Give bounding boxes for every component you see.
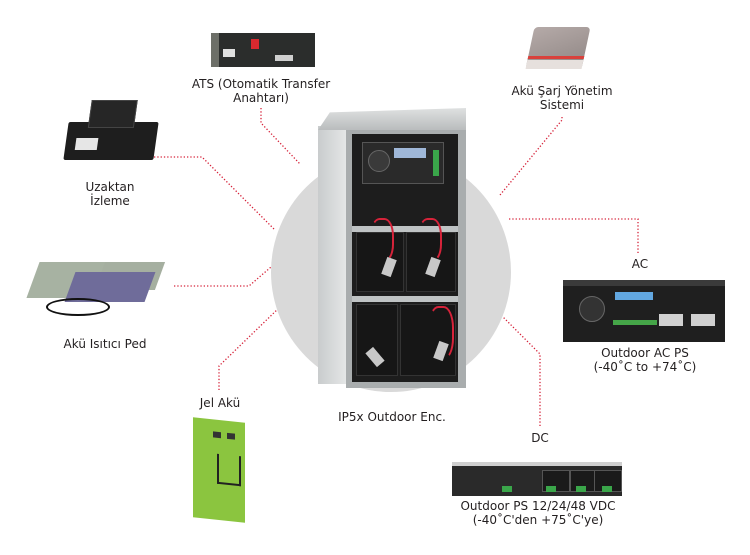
remote-monitoring-image: [63, 100, 159, 160]
dc-heading: DC: [531, 431, 549, 445]
ac-label: Outdoor AC PS (-40˚C to +74˚C): [593, 346, 697, 374]
ac-power-supply-image: [563, 280, 725, 342]
bms-label: Akü Şarj Yönetim Sistemi: [511, 84, 613, 112]
gel-battery-image: [193, 417, 245, 523]
connector-ats: [260, 108, 301, 165]
connector-dc: [498, 312, 541, 428]
connector-gel: [218, 304, 283, 390]
connector-bms: [499, 117, 563, 196]
connector-remote: [154, 156, 275, 230]
remote-label: Uzaktan İzleme: [85, 180, 135, 208]
dc-power-supply-image: [452, 462, 622, 496]
gel-label: Jel Akü: [199, 396, 241, 410]
connector-heater: [174, 266, 272, 287]
center-label: IP5x Outdoor Enc.: [338, 410, 446, 424]
outdoor-enclosure-image: [318, 108, 466, 388]
ac-heading: AC: [631, 257, 649, 271]
connector-ac: [509, 218, 639, 254]
ats-image: [211, 33, 315, 67]
ats-label: ATS (Otomatik Transfer Anahtarı): [191, 77, 331, 105]
dc-label: Outdoor PS 12/24/48 VDC (-40˚C'den +75˚C…: [460, 499, 616, 527]
heater-label: Akü Isıtıcı Ped: [63, 337, 147, 351]
battery-management-image: [525, 27, 591, 69]
